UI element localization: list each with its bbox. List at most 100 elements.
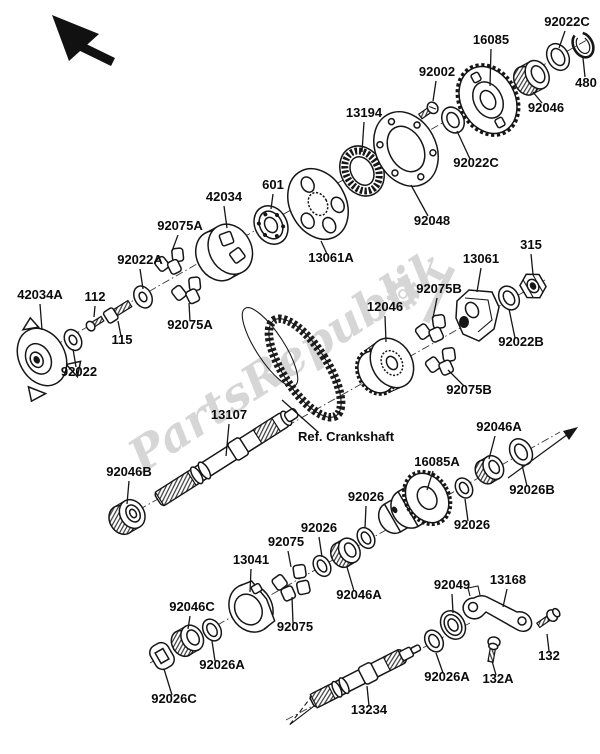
- part-label-480: 480: [575, 75, 597, 90]
- part-92046-bearing: [512, 59, 550, 96]
- part-315-nut: [519, 273, 547, 299]
- part-92075a-damper-set-upper: [154, 247, 185, 275]
- part-label-92046a: 92046A: [336, 587, 382, 602]
- leader-line-34: [249, 568, 252, 593]
- part-92022b-washer: [497, 285, 521, 311]
- part-92075b-damper-set-lower: [424, 346, 457, 376]
- part-label-92075: 92075: [268, 534, 304, 549]
- leader-line-33: [287, 550, 292, 568]
- part-92026b-washer: [508, 438, 534, 466]
- part-label-92049: 92049: [434, 577, 470, 592]
- leader-line-30: [364, 505, 367, 529]
- part-label-92022a: 92022A: [117, 252, 163, 267]
- part-112-bolt: [85, 315, 105, 332]
- leader-line-41: [211, 640, 216, 662]
- leader-line-26: [488, 435, 496, 460]
- leader-line-42: [435, 652, 444, 674]
- part-92026a-ring-left: [201, 618, 223, 642]
- part-label-132a: 132A: [482, 671, 514, 686]
- leader-line-39: [291, 596, 294, 624]
- part-label-92026a: 92026A: [424, 669, 470, 684]
- part-13061a-clutch-housing: [287, 168, 349, 240]
- part-label-115: 115: [112, 332, 133, 347]
- leader-line-4: [532, 91, 543, 104]
- part-42034a-rotor: [16, 316, 82, 403]
- part-132-bolt: [535, 607, 561, 629]
- leader-line-21: [530, 253, 534, 275]
- part-601-bearing: [253, 205, 289, 245]
- part-label-92075a: 92075A: [157, 218, 203, 233]
- leader-line-5: [361, 121, 365, 153]
- part-13061-balancer-weight: [455, 289, 500, 342]
- part-92026a-ring-right: [423, 629, 445, 653]
- leader-line-10: [171, 234, 179, 252]
- part-labels-layer: 1608592022C48092002920461319492022C92048…: [17, 14, 597, 717]
- part-92002-bolt: [417, 101, 439, 120]
- leader-line-38: [187, 615, 191, 630]
- part-132a-bolt: [487, 636, 501, 663]
- part-92026-ring-mid: [356, 526, 376, 550]
- part-label-92046c: 92046C: [169, 599, 215, 614]
- leader-line-14: [93, 305, 96, 318]
- part-label-92026: 92026: [348, 489, 384, 504]
- part-13168-lever: [462, 585, 533, 632]
- part-92049-oil-seal: [439, 610, 467, 640]
- leader-line-7: [410, 184, 429, 217]
- leader-line-16: [72, 348, 77, 368]
- leader-line-2: [582, 57, 586, 78]
- part-label-92022b: 92022B: [498, 334, 544, 349]
- part-label-92022c: 92022C: [453, 155, 499, 170]
- part-label-92026a: 92026A: [199, 657, 245, 672]
- leader-line-23: [447, 369, 465, 387]
- part-92075a-damper-set-lower: [171, 276, 202, 305]
- part-label-92075b: 92075B: [416, 281, 462, 296]
- leader-line-44: [163, 668, 173, 696]
- leader-line-3: [432, 80, 437, 102]
- part-label-92002: 92002: [419, 64, 455, 79]
- part-chain: [241, 307, 346, 422]
- part-16085a-gear: [377, 469, 453, 535]
- leader-line-32: [318, 536, 323, 558]
- part-label-13041: 13041: [233, 552, 269, 567]
- part-92046a-bearing-lower: [329, 537, 361, 569]
- part-label-ref-crankshaft: Ref. Crankshaft: [298, 429, 395, 444]
- leader-line-27: [426, 470, 434, 491]
- leader-line-36: [451, 593, 454, 614]
- leader-line-13: [39, 303, 43, 331]
- part-label-13194: 13194: [346, 105, 383, 120]
- part-label-42034a: 42034A: [17, 287, 63, 302]
- leader-line-31: [464, 498, 469, 522]
- leader-line-25: [281, 399, 319, 433]
- part-label-132: 132: [538, 648, 560, 663]
- part-16085-gear: [455, 63, 521, 137]
- part-label-92046b: 92046B: [106, 464, 152, 479]
- leader-line-1: [558, 30, 566, 49]
- part-label-315: 315: [520, 237, 542, 252]
- part-92026-collar: [454, 477, 474, 499]
- leader-line-40: [546, 633, 550, 652]
- part-92022a-washer: [133, 285, 153, 309]
- part-label-13107: 13107: [211, 407, 247, 422]
- leader-line-6: [456, 130, 471, 160]
- leader-line-19: [432, 297, 438, 319]
- part-92046a-bearing-upper: [474, 454, 505, 485]
- part-label-92026: 92026: [301, 520, 337, 535]
- leader-line-35: [346, 566, 355, 592]
- part-label-13061: 13061: [463, 251, 499, 266]
- leader-line-8: [223, 205, 228, 229]
- leader-line-43: [491, 660, 497, 676]
- part-label-92022: 92022: [61, 364, 97, 379]
- leader-line-28: [126, 480, 130, 505]
- part-label-13061a: 13061A: [308, 250, 354, 265]
- part-label-92026c: 92026C: [151, 691, 197, 706]
- pointer-arrow-icon: [507, 427, 578, 479]
- part-label-92046: 92046: [528, 100, 564, 115]
- part-label-601: 601: [262, 177, 284, 192]
- leader-line-22: [508, 308, 516, 339]
- part-13107-balancer-shaft: [154, 408, 299, 507]
- watermark-gear-icon: [386, 277, 420, 311]
- part-92046c-bearing: [170, 624, 205, 658]
- part-label-16085: 16085: [473, 32, 509, 47]
